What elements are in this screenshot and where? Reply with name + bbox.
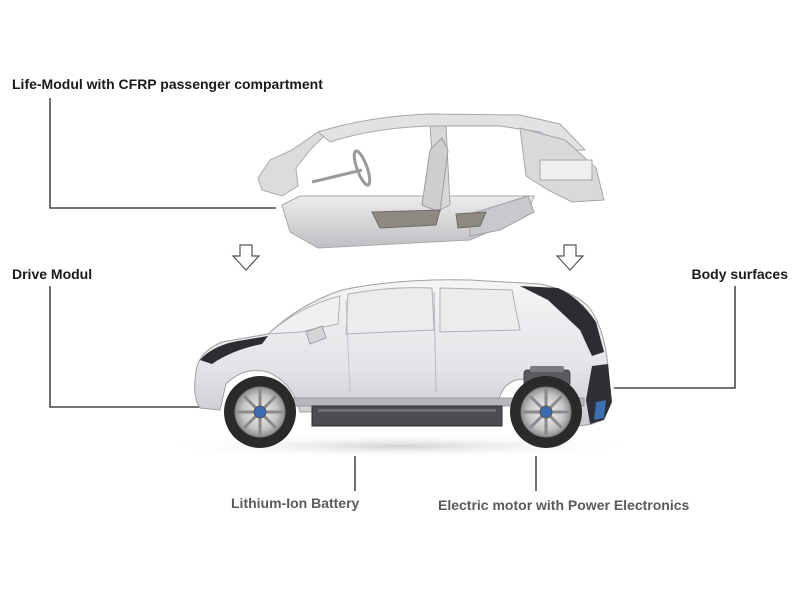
label-life-module: Life-Modul with CFRP passenger compartme… — [12, 76, 323, 92]
label-body-surfaces: Body surfaces — [691, 266, 788, 282]
front-wheel — [224, 376, 296, 448]
leader-drive-module — [49, 286, 202, 408]
arrow-down-outline-icon — [231, 244, 261, 271]
label-drive-module: Drive Modul — [12, 266, 93, 282]
label-battery: Lithium-Ion Battery — [231, 495, 360, 511]
car-illustration — [155, 279, 645, 458]
arrow-down-outline-icon — [555, 244, 585, 271]
leader-lines — [49, 98, 736, 491]
rear-wheel — [510, 376, 582, 448]
leader-life-module — [49, 98, 276, 209]
leader-body-surfaces — [614, 286, 736, 389]
life-module-illustration — [257, 113, 605, 249]
label-motor: Electric motor with Power Electronics — [438, 497, 690, 513]
